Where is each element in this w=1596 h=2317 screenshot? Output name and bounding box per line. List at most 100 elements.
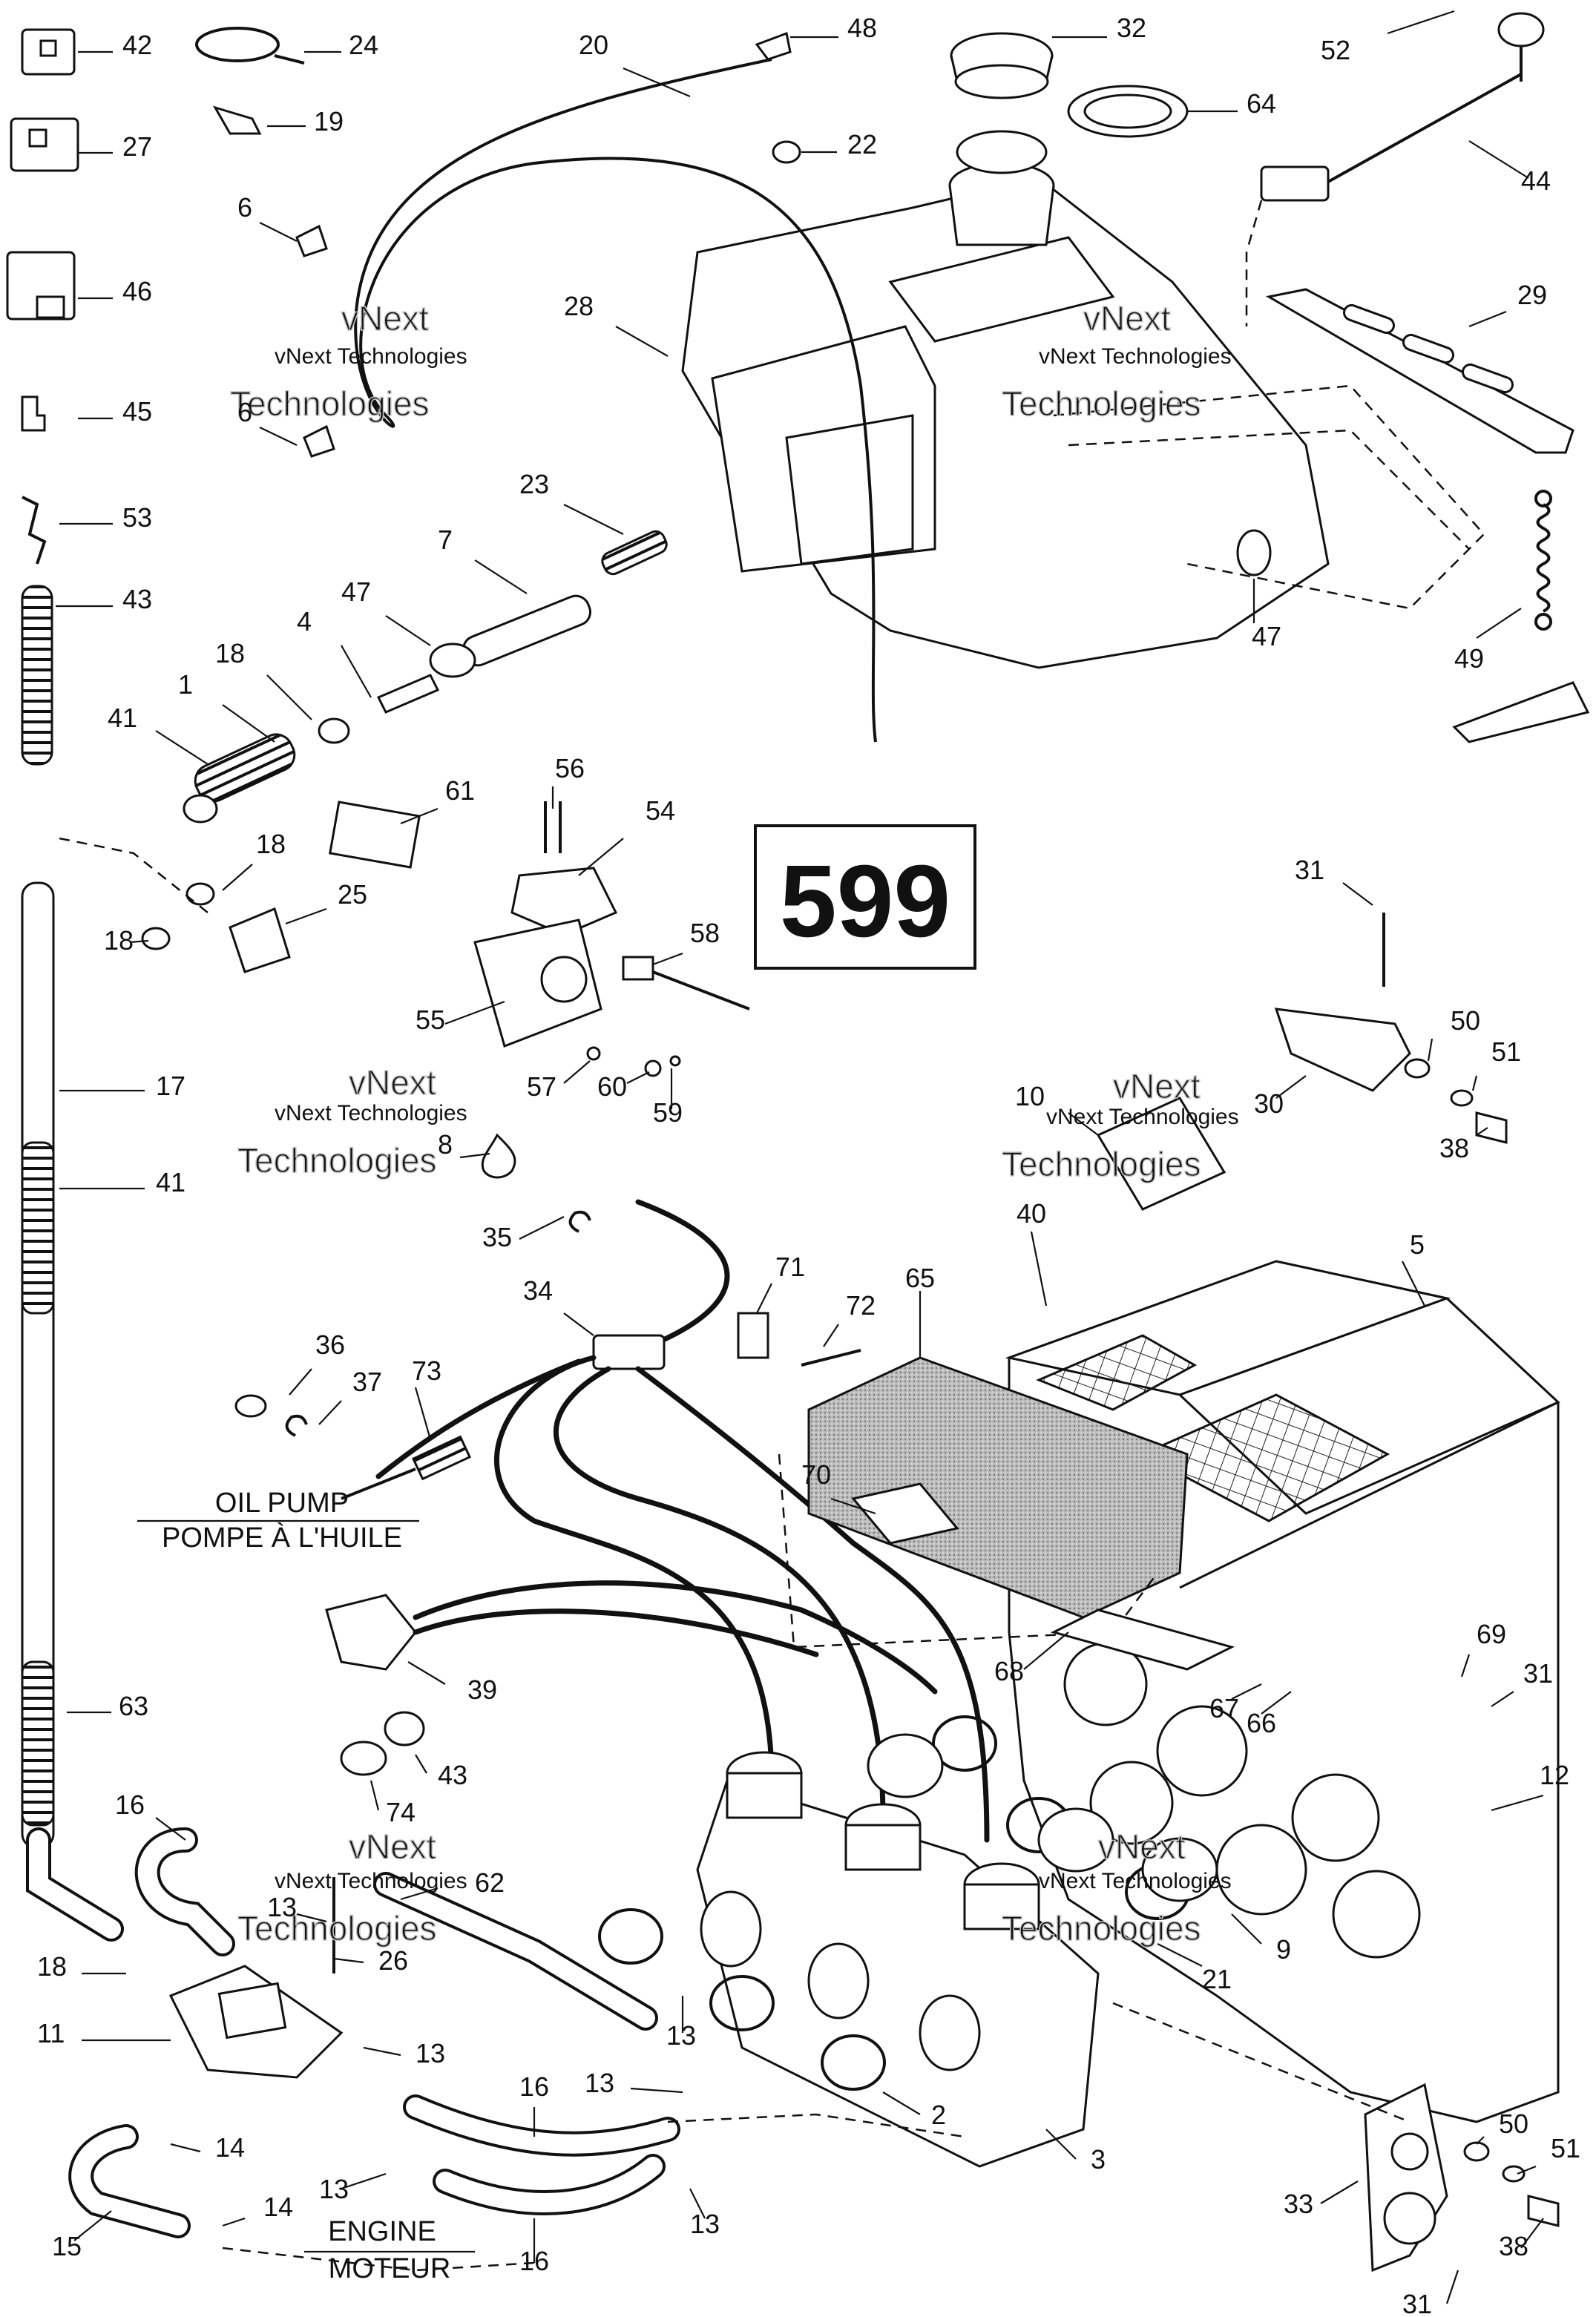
callout-40: 40 xyxy=(1017,1198,1046,1229)
callout-71: 71 xyxy=(775,1252,805,1282)
callout-leader xyxy=(615,326,669,357)
callout-66: 66 xyxy=(1247,1708,1276,1738)
callout-35: 35 xyxy=(482,1222,512,1252)
callout-leader xyxy=(1445,2270,1459,2304)
callout-leader xyxy=(1157,1943,1203,1967)
callout-68: 68 xyxy=(994,1656,1024,1686)
callout-leader xyxy=(296,1913,327,1923)
callout-leader xyxy=(830,1497,876,1515)
callout-leader xyxy=(170,2143,201,2153)
clip-19 xyxy=(212,105,262,135)
filler-cap xyxy=(950,32,1054,99)
oil-pump-label-fr: POMPE À L'HUILE xyxy=(162,1522,402,1554)
callout-leader xyxy=(363,2046,401,2057)
callout-51: 51 xyxy=(1491,1036,1521,1067)
callout-46: 46 xyxy=(122,276,152,306)
clip-6b xyxy=(303,424,335,458)
callout-18: 18 xyxy=(215,638,245,668)
callout-24: 24 xyxy=(349,30,378,60)
oil-sensor xyxy=(325,1580,938,1695)
svg-text:vNext Technologies: vNext Technologies xyxy=(1039,1869,1232,1893)
callout-52: 52 xyxy=(1321,35,1350,65)
callout-leader xyxy=(285,907,327,925)
callout-16: 16 xyxy=(519,2071,549,2102)
svg-text:vNext Technologies: vNext Technologies xyxy=(1046,1105,1239,1129)
callout-leader xyxy=(1491,1794,1544,1812)
seal-43 xyxy=(384,1711,425,1746)
callout-leader xyxy=(289,1368,312,1396)
callout-49: 49 xyxy=(1454,643,1484,674)
callout-leader xyxy=(1045,2129,1077,2160)
mounting-plate-71 xyxy=(737,1312,861,1367)
callout-leader xyxy=(370,1780,380,1811)
bolt-38-bottom xyxy=(1527,2195,1560,2227)
callout-leader xyxy=(266,674,312,720)
callout-21: 21 xyxy=(1202,1964,1232,1994)
clip-6a xyxy=(295,224,328,257)
washer-36 xyxy=(234,1394,267,1418)
callout-leader xyxy=(222,704,275,743)
callout-leader xyxy=(73,2210,112,2241)
callout-leader xyxy=(259,427,298,446)
callout-leader xyxy=(1387,10,1455,35)
grommet-22 xyxy=(772,140,801,164)
callout-61: 61 xyxy=(445,775,475,806)
callout-19: 19 xyxy=(314,106,344,137)
elbow-48 xyxy=(755,31,792,61)
callout-4: 4 xyxy=(297,606,312,637)
callout-69: 69 xyxy=(1477,1619,1506,1649)
callout-18: 18 xyxy=(37,1951,67,1982)
callout-3: 3 xyxy=(1091,2144,1106,2175)
callout-leader xyxy=(563,504,624,535)
callout-41: 41 xyxy=(108,703,137,733)
callout-70: 70 xyxy=(801,1459,831,1490)
callout-leader xyxy=(1427,1038,1434,1062)
callout-leader xyxy=(1476,608,1522,639)
callout-31: 31 xyxy=(1523,1658,1553,1689)
callout-59: 59 xyxy=(653,1097,683,1128)
callout-5: 5 xyxy=(1410,1229,1425,1260)
grommet-right xyxy=(1236,529,1272,576)
callout-leader xyxy=(155,1817,186,1841)
bracket-30 xyxy=(1274,1008,1411,1092)
callout-leader xyxy=(1468,140,1529,179)
fuel-level-sender xyxy=(1245,12,1545,326)
callout-leader xyxy=(341,2172,387,2190)
engine-label-fr: MOTEUR xyxy=(329,2253,451,2284)
callout-50: 50 xyxy=(1451,1005,1480,1036)
callout-72: 72 xyxy=(846,1290,876,1321)
callout-54: 54 xyxy=(646,795,675,826)
svg-text:Technologies: Technologies xyxy=(1002,1145,1201,1183)
callout-42: 42 xyxy=(122,30,152,60)
callout-74: 74 xyxy=(386,1797,416,1827)
callout-leader xyxy=(222,864,253,891)
cable-tie xyxy=(195,27,305,65)
callout-47: 47 xyxy=(1252,621,1281,651)
callout-43: 43 xyxy=(438,1760,467,1790)
svg-text:Technologies: Technologies xyxy=(237,1909,437,1948)
callout-leader xyxy=(689,2188,706,2219)
callout-32: 32 xyxy=(1117,13,1146,43)
oil-pump-label-en: OIL PUMP xyxy=(215,1488,349,1519)
callout-73: 73 xyxy=(412,1355,441,1386)
fuel-outlet-assembly xyxy=(183,530,668,824)
throttle-cables xyxy=(341,1199,990,1843)
fuel-pump xyxy=(168,1877,344,2079)
callout-15: 15 xyxy=(52,2231,82,2261)
callout-leader xyxy=(1231,1913,1262,1945)
callout-13: 13 xyxy=(416,2038,445,2068)
ring-37 xyxy=(285,1414,308,1437)
callout-22: 22 xyxy=(847,129,877,160)
carburetor-bank xyxy=(696,1751,1100,2168)
callout-38: 38 xyxy=(1499,2231,1528,2261)
callout-leader xyxy=(578,838,624,876)
callout-leader xyxy=(400,1887,439,1901)
callout-leader xyxy=(563,1312,594,1336)
callout-64: 64 xyxy=(1247,88,1276,119)
callout-leader xyxy=(1471,1075,1478,1091)
tank-bracket xyxy=(1265,288,1574,454)
connectors-left xyxy=(6,28,79,766)
callout-13: 13 xyxy=(666,2020,696,2051)
svg-text:vNext: vNext xyxy=(1113,1067,1201,1105)
